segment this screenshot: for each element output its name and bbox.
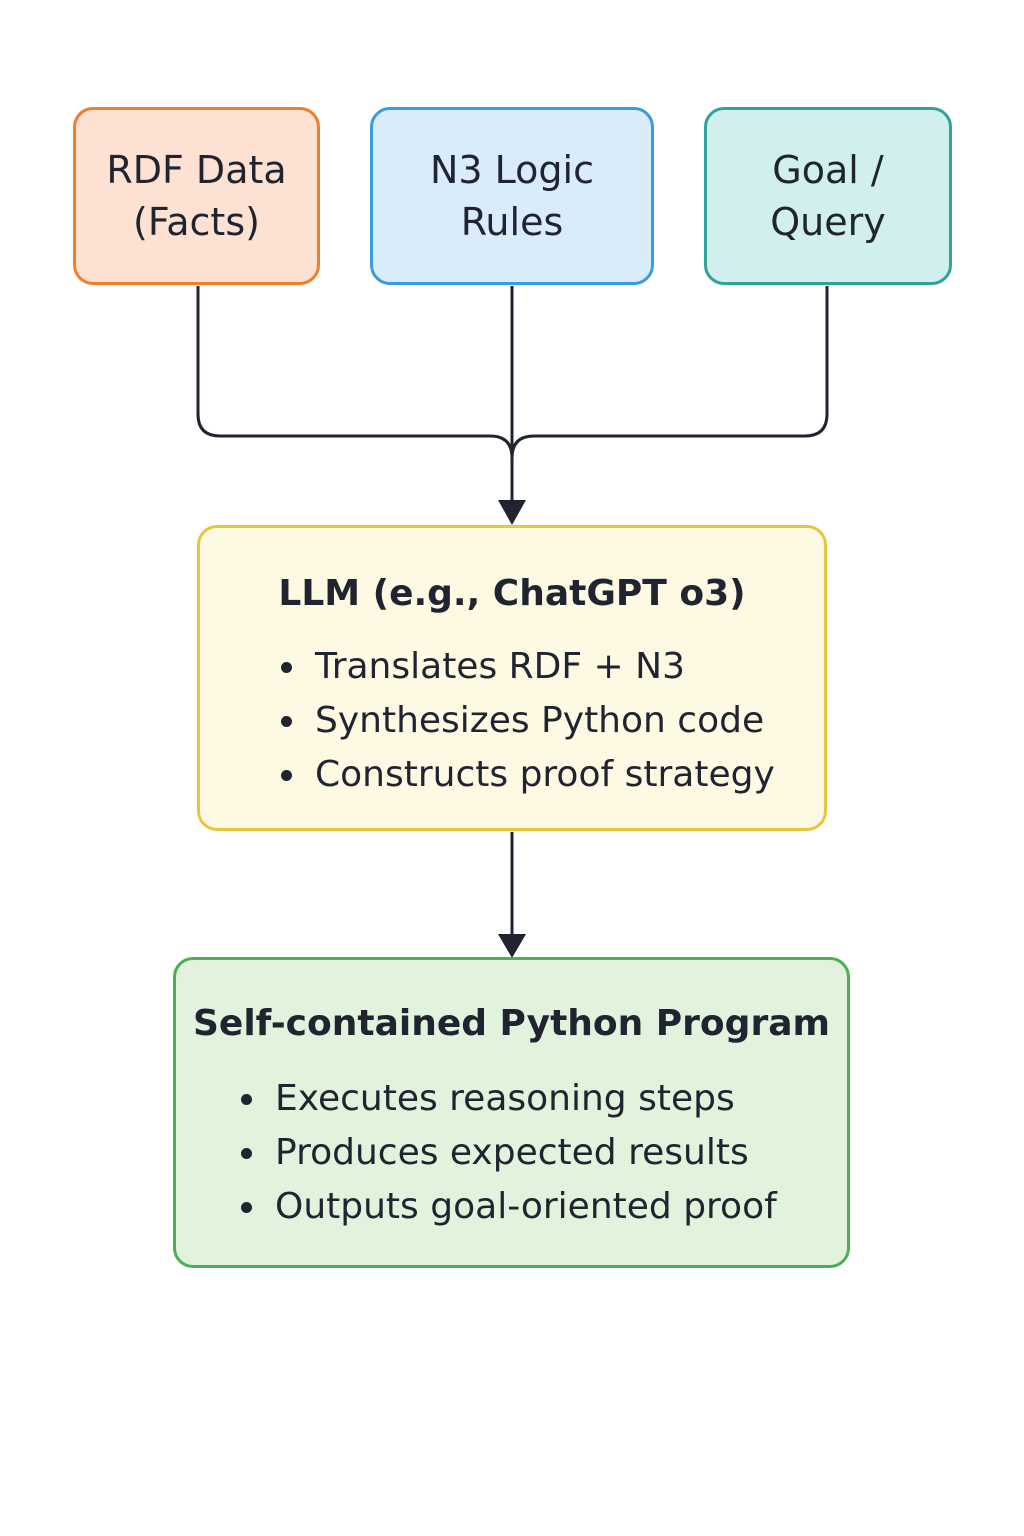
llm-bullet-item: Synthesizes Python code <box>278 694 775 748</box>
program-bullet-item: Produces expected results <box>238 1126 777 1180</box>
program-bullet-item: Executes reasoning steps <box>238 1072 777 1126</box>
program-bullet-text: Produces expected results <box>275 1132 749 1173</box>
goal-query-label-line2: Query <box>770 200 886 244</box>
llm-title: LLM (e.g., ChatGPT o3) <box>278 573 746 614</box>
llm-bullet-text: Translates RDF + N3 <box>315 646 685 687</box>
n3-logic-rules-label-line2: Rules <box>460 200 564 244</box>
llm-bullet-item: Constructs proof strategy <box>278 748 775 802</box>
llm-bullet-text: Synthesizes Python code <box>315 700 765 741</box>
n3-logic-rules-label-line1: N3 Logic <box>429 148 594 192</box>
n3-logic-rules-box: N3 Logic Rules <box>370 107 654 285</box>
bullet-dot-icon <box>281 662 292 673</box>
python-program-bullet-list: Executes reasoning steps Produces expect… <box>238 1072 777 1234</box>
rdf-data-label: RDF Data (Facts) <box>106 144 286 248</box>
llm-box: LLM (e.g., ChatGPT o3) Translates RDF + … <box>197 525 827 831</box>
python-program-title: Self-contained Python Program <box>193 1003 830 1044</box>
rdf-data-label-line2: (Facts) <box>133 200 260 244</box>
bullet-dot-icon <box>281 770 292 781</box>
llm-bullet-text: Constructs proof strategy <box>315 754 775 795</box>
goal-query-box: Goal / Query <box>704 107 952 285</box>
program-bullet-item: Outputs goal-oriented proof <box>238 1180 777 1234</box>
rdf-data-label-line1: RDF Data <box>106 148 287 192</box>
goal-query-label-line1: Goal / <box>772 148 884 192</box>
goal-query-label: Goal / Query <box>770 144 885 248</box>
connector-rdf-to-llm <box>196 286 514 500</box>
python-program-box: Self-contained Python Program Executes r… <box>173 957 850 1268</box>
bullet-dot-icon <box>241 1202 252 1213</box>
program-bullet-text: Executes reasoning steps <box>275 1078 735 1119</box>
bullet-dot-icon <box>241 1094 252 1105</box>
rdf-data-box: RDF Data (Facts) <box>73 107 320 285</box>
bullet-dot-icon <box>281 716 292 727</box>
arrowhead-to-program <box>498 934 526 958</box>
arrowhead-to-llm <box>498 500 526 525</box>
bullet-dot-icon <box>241 1148 252 1159</box>
llm-bullet-list: Translates RDF + N3 Synthesizes Python c… <box>278 640 775 802</box>
program-bullet-text: Outputs goal-oriented proof <box>275 1186 777 1227</box>
llm-bullet-item: Translates RDF + N3 <box>278 640 775 694</box>
n3-logic-rules-label: N3 Logic Rules <box>430 144 594 248</box>
connector-goal-to-llm <box>510 286 829 500</box>
